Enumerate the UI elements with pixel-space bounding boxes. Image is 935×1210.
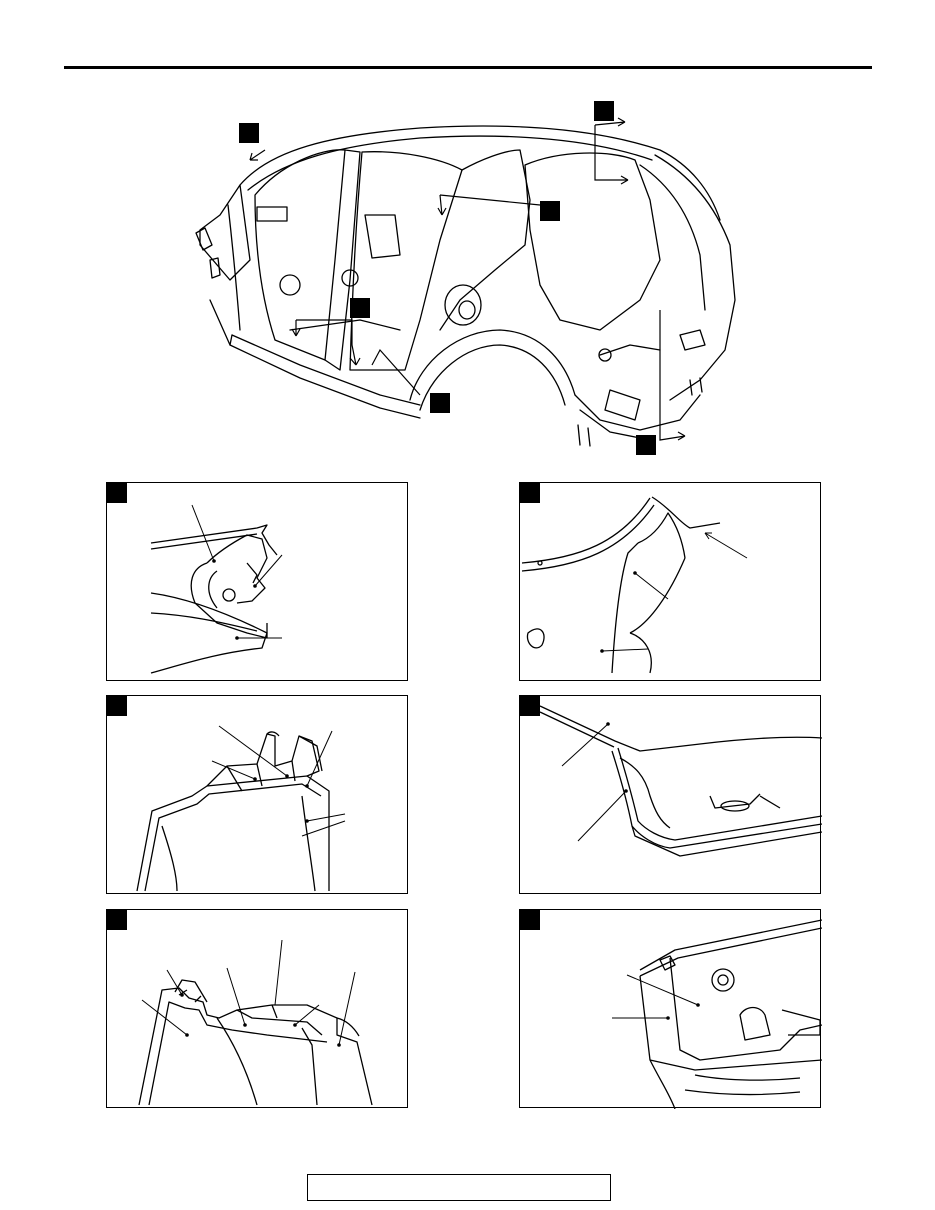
section-marker-b — [594, 101, 614, 121]
section-marker-e — [430, 393, 450, 413]
section-marker-f — [636, 435, 656, 455]
detail-marker-e — [107, 910, 127, 930]
header-rule — [64, 66, 872, 69]
section-drawing-c — [136, 725, 346, 892]
section-drawing-d — [539, 705, 822, 857]
detail-panel-b — [519, 482, 821, 681]
detail-panel-a — [106, 482, 408, 681]
car-body-side-structure-view — [195, 101, 736, 455]
section-drawing-e — [138, 939, 373, 1106]
footer-reference-box — [307, 1174, 611, 1201]
section-drawing-a — [150, 504, 283, 674]
section-marker-d — [350, 298, 370, 318]
section-drawing-f — [612, 919, 822, 1109]
detail-marker-c — [107, 696, 127, 716]
section-marker-a — [239, 123, 259, 143]
detail-marker-b — [520, 483, 540, 503]
detail-panel-c — [106, 695, 408, 894]
detail-panel-f — [519, 909, 822, 1109]
detail-panel-e — [106, 909, 408, 1108]
detail-marker-f — [520, 910, 540, 930]
section-marker-c — [540, 201, 560, 221]
detail-panel-d — [519, 695, 822, 894]
detail-marker-d — [520, 696, 540, 716]
section-drawing-b — [521, 496, 748, 674]
detail-marker-a — [107, 483, 127, 503]
